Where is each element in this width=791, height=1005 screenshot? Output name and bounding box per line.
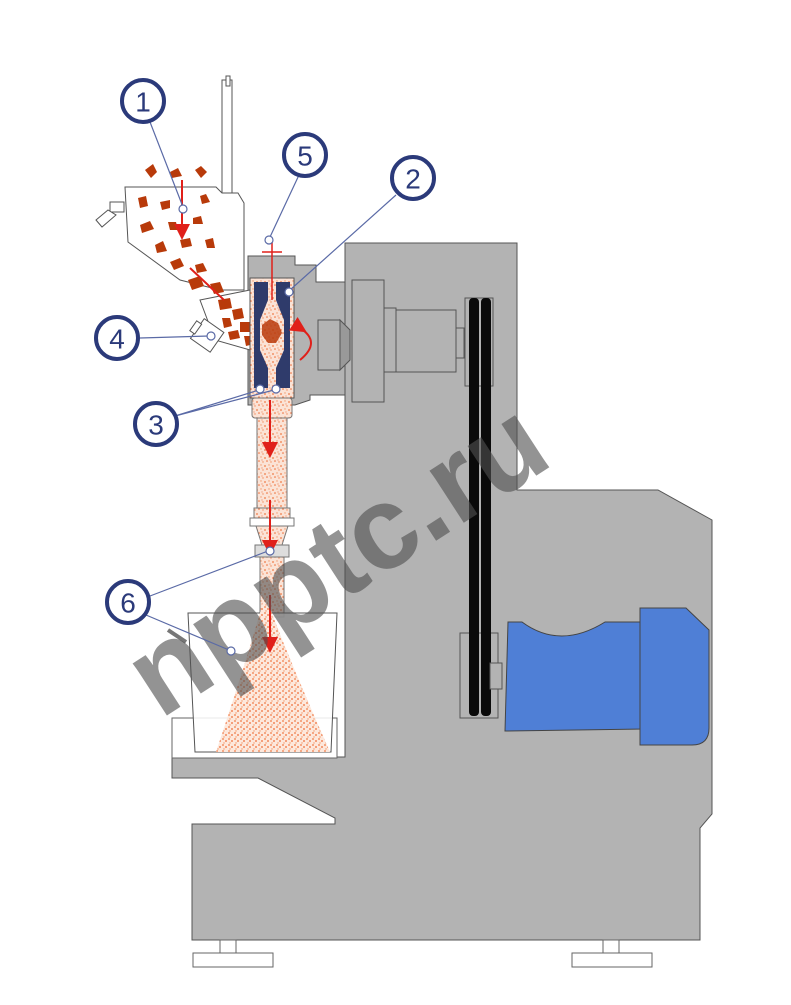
callout-4: 4 (94, 315, 140, 361)
svg-text:4: 4 (109, 324, 125, 355)
electric-motor (489, 607, 710, 746)
callout-1: 1 (120, 78, 166, 124)
callout-6: 6 (105, 579, 151, 625)
feet (192, 939, 653, 968)
feed-hopper (95, 75, 254, 353)
svg-text:1: 1 (135, 87, 151, 118)
belt-strand-1 (469, 298, 479, 716)
spindle-assembly (317, 279, 465, 403)
svg-text:5: 5 (297, 141, 313, 172)
discharge-tube (249, 397, 295, 618)
svg-text:6: 6 (120, 588, 136, 619)
belt-strand-2 (481, 298, 491, 716)
svg-text:2: 2 (405, 164, 421, 195)
svg-text:3: 3 (148, 410, 164, 441)
raw-material (138, 164, 254, 346)
grinding-chamber (249, 238, 312, 399)
callout-3: 3 (133, 401, 179, 447)
callout-5: 5 (282, 132, 328, 178)
chute-arrow (189, 267, 225, 301)
collection-bin (166, 595, 338, 759)
rotation-arrow (288, 316, 312, 361)
callout-2: 2 (390, 155, 436, 201)
callout-leaders (139, 121, 397, 656)
